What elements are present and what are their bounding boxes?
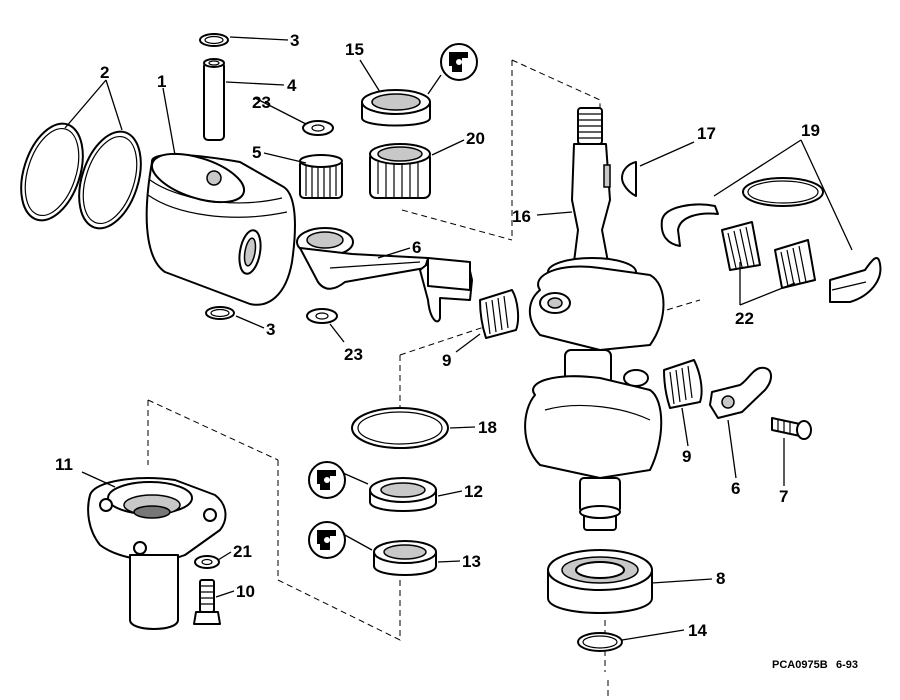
callout-10: 10 (236, 582, 255, 601)
callout-23: 23 (252, 93, 271, 112)
callout-6: 6 (731, 479, 740, 498)
thrust-washer-upper[interactable] (302, 120, 334, 136)
crankpin-needle-bearing-half-right[interactable] (774, 239, 816, 289)
woodruff-key[interactable] (621, 161, 637, 197)
callout-22: 22 (735, 309, 754, 328)
bearing-race-left[interactable] (660, 203, 719, 247)
lower-bearing-housing[interactable] (87, 477, 227, 630)
rod-cap-screw[interactable] (771, 417, 812, 440)
crankpin-needle-bearing-half-left[interactable] (721, 221, 761, 271)
rod-bearing-half-lower[interactable] (663, 359, 703, 409)
wrist-pin[interactable] (203, 58, 225, 141)
lubricant-icon (308, 521, 346, 559)
callout-2: 2 (100, 63, 109, 82)
crankshaft[interactable] (524, 107, 665, 531)
callout-14: 14 (688, 621, 707, 640)
oil-seal-upper[interactable] (369, 477, 437, 512)
callout-13: 13 (462, 552, 481, 571)
oil-seal-lower[interactable] (373, 540, 437, 576)
connecting-rod[interactable] (296, 227, 473, 323)
callout-23: 23 (344, 345, 363, 364)
callout-21: 21 (233, 542, 252, 561)
callout-7: 7 (779, 487, 788, 506)
callout-6: 6 (412, 238, 421, 257)
callout-16: 16 (512, 207, 531, 226)
callout-1: 1 (157, 72, 166, 91)
callout-3: 3 (266, 320, 275, 339)
lockwasher[interactable] (194, 555, 220, 569)
o-ring[interactable] (351, 407, 449, 449)
piston[interactable] (145, 144, 296, 306)
callout-12: 12 (464, 482, 483, 501)
wrist-pin-needle-bearing[interactable] (299, 154, 343, 199)
callout-11: 11 (55, 455, 73, 474)
bearing-retaining-ring[interactable] (742, 177, 824, 207)
housing-screw[interactable] (193, 579, 221, 625)
callout-8: 8 (716, 569, 725, 588)
lubricant-icon (308, 461, 346, 499)
callout-18: 18 (478, 418, 497, 437)
thrust-washer-lower[interactable] (306, 308, 338, 324)
callout-19: 19 (801, 121, 820, 140)
retaining-ring-upper[interactable] (199, 33, 229, 47)
piston-rings[interactable] (10, 116, 152, 236)
diagram-code: PCA0975B (772, 659, 828, 671)
callout-5: 5 (252, 143, 261, 162)
retaining-ring-lower[interactable] (205, 306, 235, 320)
connecting-rod-cap[interactable] (709, 366, 772, 419)
bearing-race-right[interactable] (829, 256, 882, 303)
callout-3: 3 (290, 31, 299, 50)
bearing-retaining-ring-lower[interactable] (577, 632, 623, 652)
upper-main-bearing[interactable] (369, 143, 431, 199)
callout-9: 9 (442, 351, 451, 370)
rod-bearing-half-upper[interactable] (479, 289, 520, 339)
crankshaft-seal-upper[interactable] (361, 89, 431, 127)
callouts: 2 1 3 4 23 5 6 3 23 15 20 16 17 19 22 9 … (55, 31, 820, 640)
callout-20: 20 (466, 129, 485, 148)
ball-bearing[interactable] (547, 549, 653, 614)
callout-15: 15 (345, 40, 364, 59)
callout-17: 17 (697, 124, 716, 143)
callout-4: 4 (287, 76, 297, 95)
leader-lines (64, 36, 853, 641)
diagram-date: 6-93 (836, 659, 858, 671)
lubricant-icon (440, 43, 478, 81)
callout-9: 9 (682, 447, 691, 466)
